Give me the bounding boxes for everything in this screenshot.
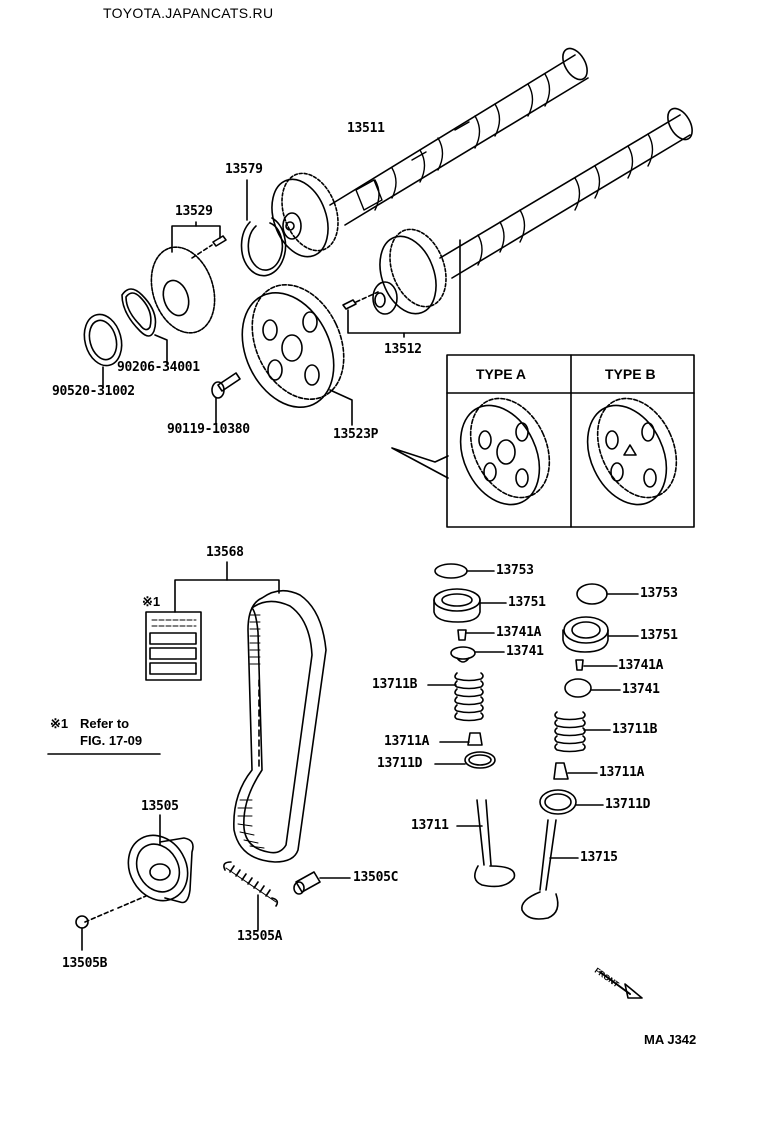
snap-ring-13579: [240, 179, 287, 277]
part-label-13529[interactable]: 13529: [175, 204, 213, 219]
spring-13505A: [223, 861, 279, 931]
note-marker: ※1: [50, 716, 69, 731]
type-b-header: TYPE B: [605, 366, 656, 382]
bolt-90119-10380: [211, 372, 241, 424]
part-label-13753-right[interactable]: 13753: [640, 586, 678, 601]
type-a-header: TYPE A: [476, 366, 527, 382]
type-table: [446, 354, 695, 528]
part-label-13568[interactable]: 13568: [206, 545, 244, 560]
part-label-13741A-right[interactable]: 13741A: [618, 658, 664, 673]
diagram-code: MA J342: [644, 1032, 697, 1047]
note-fig-ref[interactable]: FIG. 17-09: [80, 733, 143, 748]
sprocket-type-b: [586, 397, 678, 506]
gear-13529: [150, 221, 227, 334]
plate-90206-34001: [121, 288, 168, 366]
collar-13505C: [293, 871, 351, 895]
sprocket-type-a: [459, 397, 551, 506]
part-label-13711A-left[interactable]: 13711A: [384, 734, 430, 749]
part-label-90520-31002[interactable]: 90520-31002: [52, 384, 135, 399]
part-label-90206-34001[interactable]: 90206-34001: [117, 360, 200, 375]
ring-90520-31002: [83, 313, 123, 389]
part-label-13751-left[interactable]: 13751: [508, 595, 546, 610]
part-label-13741A-left[interactable]: 13741A: [496, 625, 542, 640]
camshaft-13512: [342, 107, 693, 338]
note-refer-to: Refer to: [80, 716, 130, 731]
part-label-13511[interactable]: 13511: [347, 121, 385, 136]
part-label-13711D-left[interactable]: 13711D: [377, 756, 423, 771]
valve-stack-left: [427, 563, 516, 888]
part-label-13579[interactable]: 13579: [225, 162, 263, 177]
part-label-13715[interactable]: 13715: [580, 850, 618, 865]
belt-label-marker: ※1: [142, 594, 161, 609]
part-label-13711B-right[interactable]: 13711B: [612, 722, 658, 737]
part-label-13741-left[interactable]: 13741: [506, 644, 544, 659]
camshaft-13511: [271, 47, 589, 258]
part-label-13505[interactable]: 13505: [141, 799, 179, 814]
timing-belt-13568: [145, 561, 327, 863]
part-label-13711B-left[interactable]: 13711B: [372, 677, 418, 692]
part-label-13512[interactable]: 13512: [384, 342, 422, 357]
part-label-13751-right[interactable]: 13751: [640, 628, 678, 643]
front-arrow: [599, 971, 643, 999]
part-label-13741-right[interactable]: 13741: [622, 682, 660, 697]
tensioner-13505: [75, 814, 194, 951]
part-label-13711D-right[interactable]: 13711D: [605, 797, 651, 812]
part-label-13505A[interactable]: 13505A: [237, 929, 283, 944]
part-label-13711[interactable]: 13711: [411, 818, 449, 833]
part-label-90119-10380[interactable]: 90119-10380: [167, 422, 250, 437]
part-label-13711A-right[interactable]: 13711A: [599, 765, 645, 780]
sprocket-13523P: [241, 283, 449, 479]
site-title: TOYOTA.JAPANCATS.RU: [103, 5, 274, 21]
valve-stack-right: [521, 583, 639, 920]
part-label-13753-left[interactable]: 13753: [496, 563, 534, 578]
part-label-13523P[interactable]: 13523P: [333, 427, 379, 442]
part-label-13505B[interactable]: 13505B: [62, 956, 108, 971]
part-label-13505C[interactable]: 13505C: [353, 870, 399, 885]
